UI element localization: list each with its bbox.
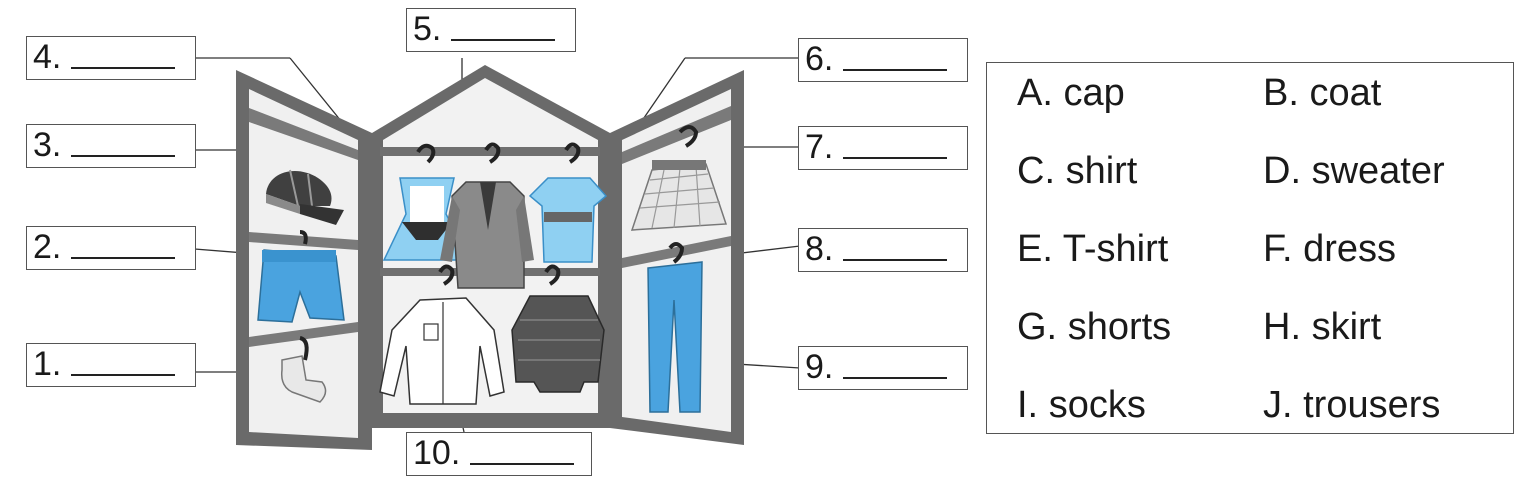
answer-blank[interactable]	[71, 37, 176, 69]
answer-blank[interactable]	[470, 433, 575, 465]
option-word: socks	[1048, 384, 1146, 426]
option-letter: F.	[1263, 228, 1293, 270]
label-box-10: 10.	[406, 432, 592, 476]
label-box-6: 6.	[798, 38, 968, 82]
option-j: J. trousers	[1263, 383, 1440, 427]
option-a: A. cap	[1017, 71, 1125, 115]
label-box-8: 8.	[798, 228, 968, 272]
sweater-item	[511, 264, 605, 393]
answer-blank[interactable]	[843, 127, 948, 159]
label-number: 3.	[33, 126, 62, 164]
socks-item	[280, 336, 327, 403]
option-h: H. skirt	[1263, 305, 1381, 349]
option-letter: H.	[1263, 306, 1301, 348]
label-number: 6.	[805, 40, 834, 78]
option-letter: D.	[1263, 150, 1301, 192]
shorts-item	[257, 230, 345, 323]
label-number: 10.	[413, 434, 461, 472]
option-letter: A.	[1017, 72, 1053, 114]
label-number: 9.	[805, 348, 834, 386]
answer-blank[interactable]	[71, 344, 176, 376]
option-word: T-shirt	[1062, 228, 1169, 270]
option-g: G. shorts	[1017, 305, 1171, 349]
option-word: cap	[1063, 72, 1125, 114]
label-number: 2.	[33, 228, 62, 266]
label-box-3: 3.	[26, 124, 196, 168]
option-letter: B.	[1263, 72, 1299, 114]
option-letter: C.	[1017, 150, 1055, 192]
option-b: B. coat	[1263, 71, 1381, 115]
label-box-5: 5.	[406, 8, 576, 52]
option-f: F. dress	[1263, 227, 1396, 271]
answer-blank[interactable]	[451, 9, 556, 41]
label-number: 4.	[33, 38, 62, 76]
option-word: shirt	[1065, 150, 1138, 192]
option-letter: G.	[1017, 306, 1058, 348]
option-letter: E.	[1017, 228, 1053, 270]
option-word: dress	[1303, 228, 1397, 270]
skirt-item	[630, 125, 728, 231]
label-box-2: 2.	[26, 226, 196, 270]
label-box-7: 7.	[798, 126, 968, 170]
option-c: C. shirt	[1017, 149, 1137, 193]
option-d: D. sweater	[1263, 149, 1445, 193]
label-number: 8.	[805, 230, 834, 268]
label-box-1: 1.	[26, 343, 196, 387]
answer-blank[interactable]	[843, 347, 948, 379]
option-word: trousers	[1303, 384, 1441, 426]
trousers-item	[647, 242, 703, 413]
option-word: shorts	[1067, 306, 1172, 348]
answer-blank[interactable]	[843, 229, 948, 261]
option-word: sweater	[1311, 150, 1445, 192]
option-word: skirt	[1311, 306, 1382, 348]
label-number: 5.	[413, 10, 442, 48]
label-number: 7.	[805, 128, 834, 166]
label-number: 1.	[33, 345, 62, 383]
coat-item	[440, 142, 534, 289]
word-bank: A. cap B. coat C. shirt D. sweater E. T-…	[986, 62, 1514, 434]
label-box-4: 4.	[26, 36, 196, 80]
tshirt-item	[528, 142, 608, 263]
option-word: coat	[1309, 72, 1382, 114]
option-letter: I.	[1017, 384, 1039, 426]
answer-blank[interactable]	[71, 227, 176, 259]
cap-item	[266, 169, 344, 225]
option-i: I. socks	[1017, 383, 1146, 427]
shirt-item	[379, 264, 505, 405]
option-letter: J.	[1263, 384, 1293, 426]
answer-blank[interactable]	[843, 39, 948, 71]
label-box-9: 9.	[798, 346, 968, 390]
option-e: E. T-shirt	[1017, 227, 1168, 271]
answer-blank[interactable]	[71, 125, 176, 157]
